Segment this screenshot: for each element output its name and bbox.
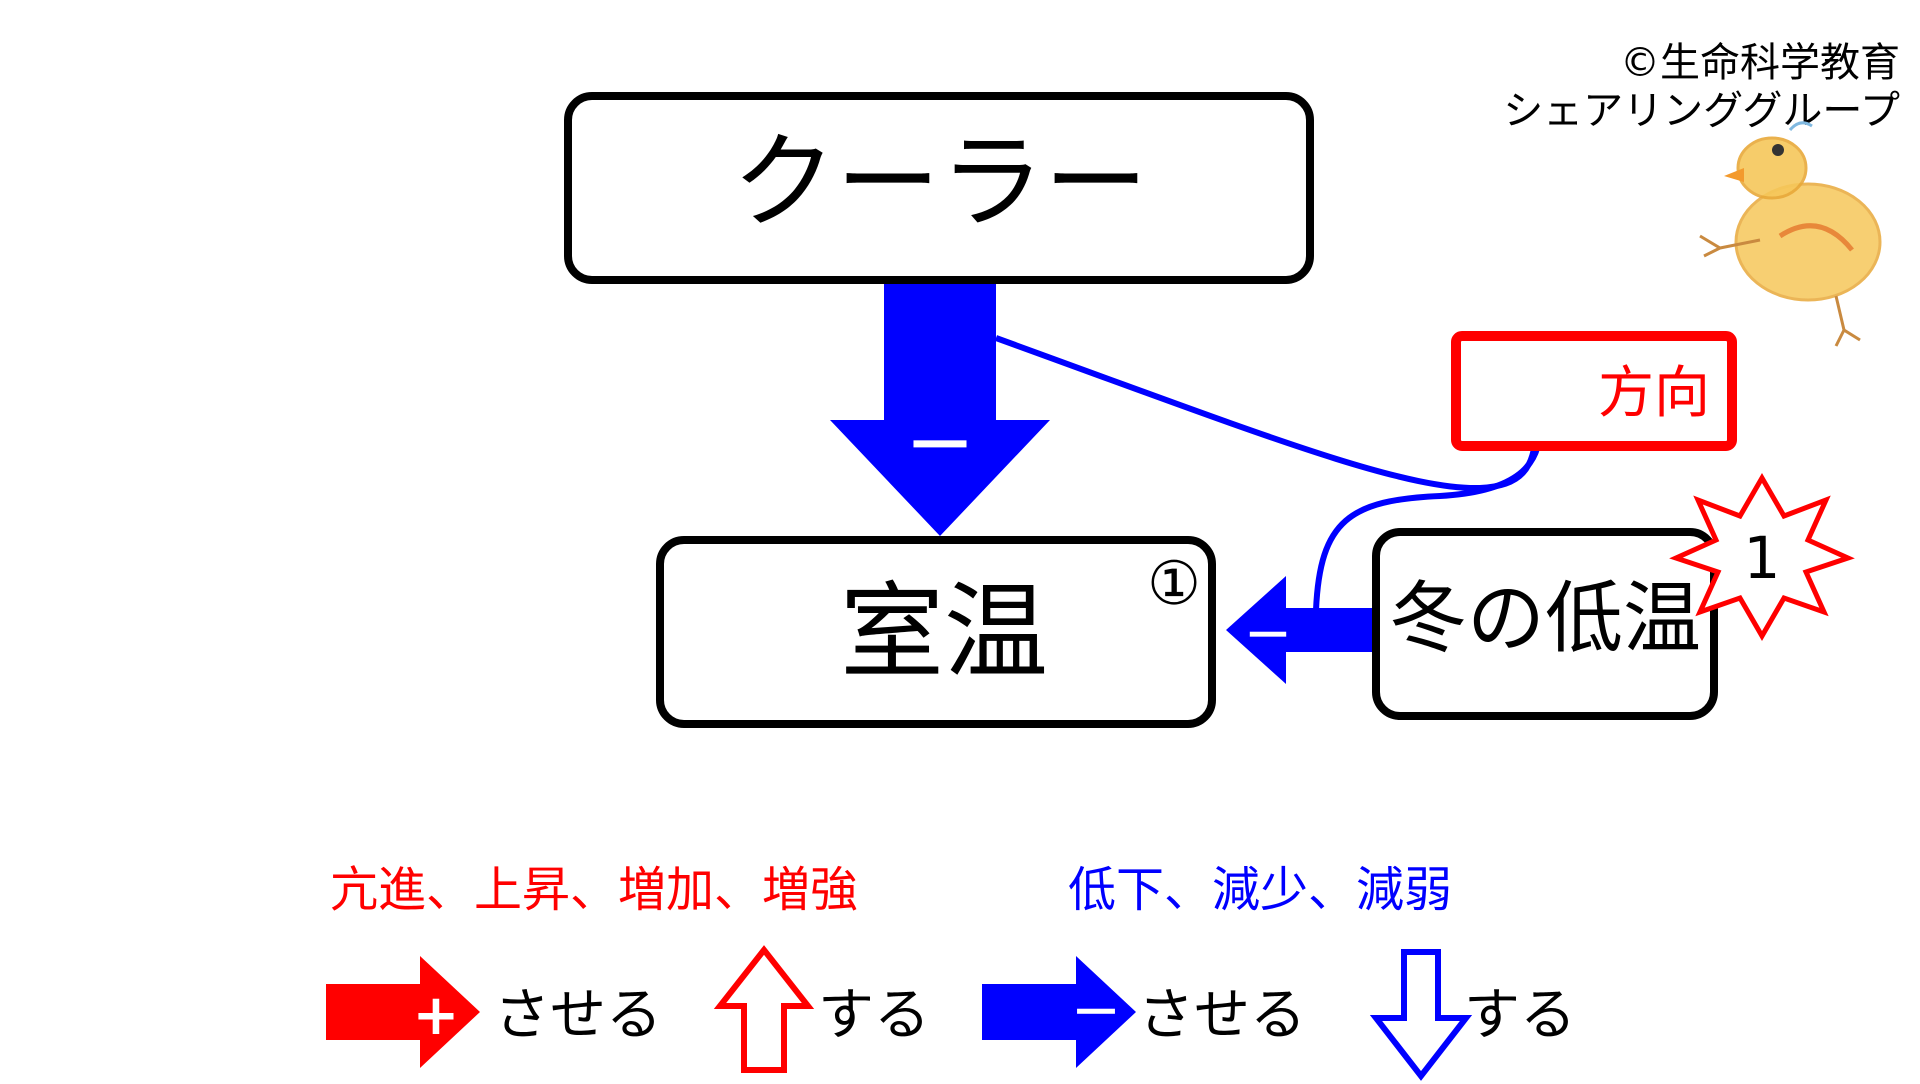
burst-star xyxy=(1669,473,1855,641)
legend-up-arrow xyxy=(713,945,815,1073)
legend-plus-label: させる xyxy=(494,983,662,1048)
cooler-to-room-minus: － xyxy=(905,405,975,487)
winter-to-room-minus: － xyxy=(1244,608,1292,664)
legend-down-arrow xyxy=(1369,949,1473,1081)
winter-cold-box xyxy=(1372,528,1718,720)
copyright-line2: シェアリンググループ xyxy=(1503,88,1900,134)
legend-minus-label: させる xyxy=(1138,983,1306,1048)
direction-connector-lower xyxy=(1313,427,1543,611)
room-temp-label: 室温 xyxy=(840,571,1048,693)
burst-number: 1 xyxy=(1744,524,1781,592)
cooler-to-room-arrow xyxy=(830,284,1050,536)
legend-plus-arrow xyxy=(326,956,480,1068)
winter-cold-label: 冬の低温 xyxy=(1389,574,1701,664)
legend-minus-arrow xyxy=(982,956,1136,1068)
winter-to-room-arrow xyxy=(1226,576,1372,684)
legend-minus-sign: － xyxy=(1071,984,1121,1042)
cooler-box xyxy=(564,92,1314,284)
legend-down-label: する xyxy=(1464,983,1576,1048)
room-temp-box xyxy=(656,536,1216,728)
legend-up-label: する xyxy=(818,983,930,1048)
legend-plus-sign: + xyxy=(413,983,460,1048)
direction-box xyxy=(1451,331,1737,451)
direction-label: 方向 xyxy=(1598,361,1710,426)
room-temp-marker: ① xyxy=(1147,549,1201,619)
cooler-label: クーラー xyxy=(732,121,1148,243)
chick-illustration xyxy=(1699,121,1882,347)
copyright-line1: ©生命科学教育 xyxy=(1620,40,1900,86)
legend-increase-heading: 亢進、上昇、増加、増強 xyxy=(330,862,858,918)
legend-decrease-heading: 低下、減少、減弱 xyxy=(1068,862,1452,918)
